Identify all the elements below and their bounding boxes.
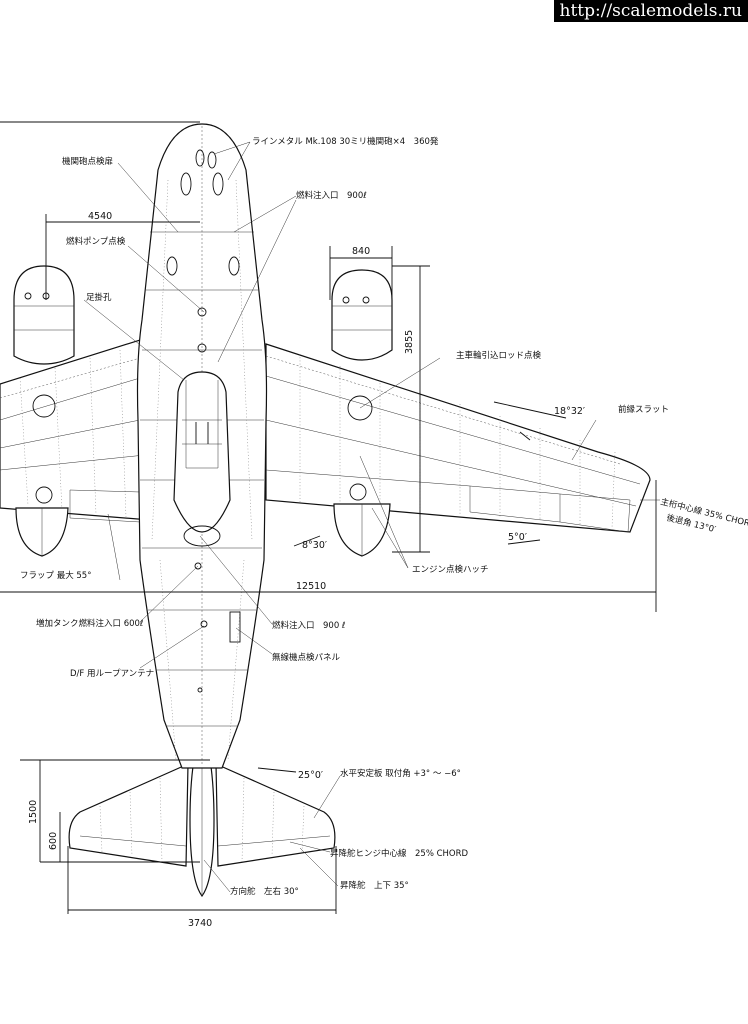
right-engine-nacelle (331, 269, 393, 557)
dim-dihedral-b: 5°0′ (508, 532, 527, 543)
fuel-pump-hatch-label: 燃料ポンプ点検 (66, 236, 126, 247)
main-gear-retract-label: 主車輪引込ロッド点検 (456, 350, 542, 361)
dim-wing-sweep-angle: 18°32′ (554, 406, 585, 417)
gun-cover-label: 機関砲点検扉 (62, 156, 113, 167)
dim-tail-chord: 1500 (28, 800, 39, 824)
dim-nacelle-width: 840 (352, 246, 370, 257)
left-engine-nacelle (13, 265, 75, 557)
elevator-label: 昇降舵 上下 35° (340, 880, 409, 891)
flap-label: フラップ 最大 55° (20, 570, 91, 581)
right-wing (265, 343, 651, 533)
dim-wingspan-half: 12510 (296, 581, 326, 592)
step-hole-label: 足掛孔 (86, 292, 112, 303)
left-wing (0, 339, 151, 523)
rudder-label: 方向舵 左右 30° (230, 886, 299, 897)
leader-lines (83, 141, 660, 893)
fuselage (136, 123, 268, 769)
watermark-url: http://scalemodels.ru (553, 0, 748, 22)
stabilizer-label: 水平安定板 取付角 +3° 〜 −6° (340, 768, 461, 779)
dim-dihedral-a: 8°30′ (302, 540, 327, 551)
fuel-inlet-front-label: 燃料注入口 900ℓ (296, 190, 367, 201)
dim-elevator-chord: 600 (48, 832, 59, 850)
slat-label: 前縁スラット (618, 404, 669, 415)
wireless-panel-label: 無線機点検パネル (272, 652, 341, 663)
dim-tail-sweep: 25°0′ (298, 770, 323, 781)
elevator-hinge-label: 昇降舵ヒンジ中心線 25% CHORD (330, 848, 469, 859)
dim-engine-offset: 4540 (88, 211, 112, 222)
aux-tank-inlet-label: 増加タンク燃料注入口 600ℓ (36, 618, 143, 629)
fuel-inlet-rear-label: 燃料注入口 900 ℓ (272, 620, 345, 631)
armament-label: ラインメタル Mk.108 30ミリ機関砲×4 360発 (252, 136, 439, 147)
dim-nacelle-length: 3855 (404, 330, 415, 354)
dim-tail-span: 3740 (188, 918, 212, 929)
engine-hatch-label: エンジン点検ハッチ (412, 564, 489, 575)
df-antenna-label: D/F 用ループアンテナ (70, 669, 154, 679)
